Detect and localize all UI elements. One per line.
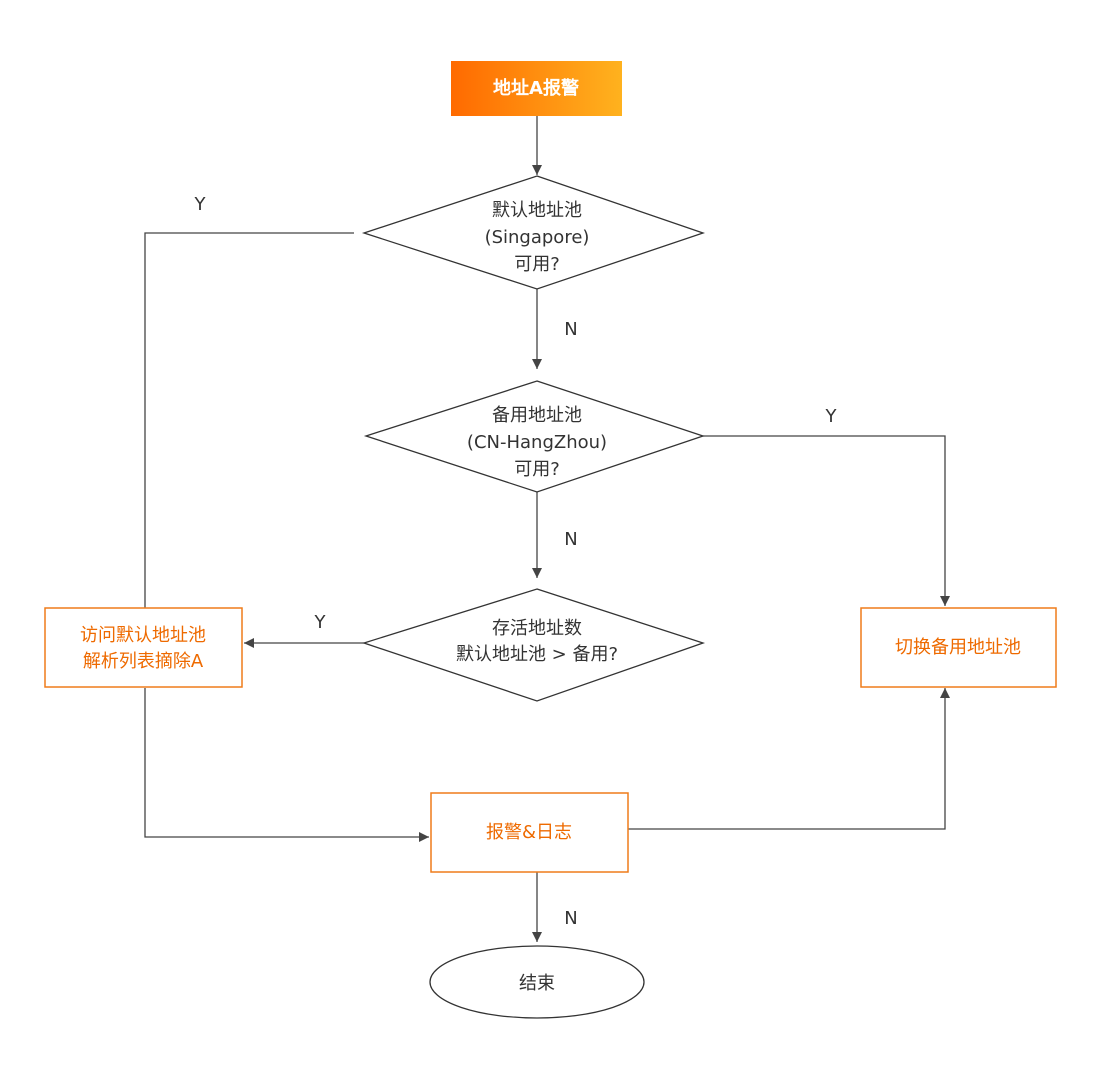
decision-backup-pool-shape (363, 380, 706, 493)
edge-backup-yes (703, 435, 950, 606)
decision-backup-pool-line3: 可用? (514, 459, 560, 480)
decision-default-pool: 默认地址池 (Singapore) 可用? (361, 175, 706, 290)
action-switch-backup-label: 切换备用地址池 (895, 637, 1021, 658)
action-alert-log-label: 报警&日志 (486, 822, 572, 843)
start-node-box (451, 61, 622, 116)
action-remove-a-line1: 访问默认地址池 (80, 625, 206, 646)
edge-default-yes (144, 232, 354, 608)
decision-default-pool-line1: 默认地址池 (492, 200, 582, 221)
action-alert-log-box (430, 792, 629, 873)
edge-label-default-no: N (564, 319, 577, 340)
end-node-label: 结束 (519, 973, 555, 994)
action-switch-backup-box (860, 607, 1057, 688)
edge-label-backup-yes: Y (825, 406, 838, 427)
action-remove-a-box (44, 607, 243, 688)
decision-backup-pool-line1: 备用地址池 (492, 405, 582, 426)
decision-alive-count-line2: 默认地址池 > 备用? (456, 644, 618, 665)
decision-alive-count: 存活地址数 默认地址池 > 备用? (361, 588, 706, 702)
start-node: 地址A报警 (451, 61, 622, 116)
decision-default-pool-line2: (Singapore) (485, 227, 590, 248)
end-node-shape (429, 945, 645, 1019)
decision-backup-pool-line2: (CN-HangZhou) (467, 432, 607, 453)
edge-label-backup-no: N (564, 529, 577, 550)
edge-label-alert-no: N (564, 908, 577, 929)
decision-backup-pool: 备用地址池 (CN-HangZhou) 可用? (363, 380, 706, 493)
edge-remove-to-alert (144, 688, 429, 842)
decision-alive-count-shape (361, 588, 706, 702)
action-switch-backup: 切换备用地址池 (860, 607, 1057, 688)
action-alert-log: 报警&日志 (430, 792, 629, 873)
decision-alive-count-line1: 存活地址数 (492, 618, 582, 639)
end-node: 结束 (429, 945, 645, 1019)
action-remove-a: 访问默认地址池 解析列表摘除A (44, 607, 243, 688)
edge-label-default-yes: Y (194, 194, 207, 215)
edge-label-count-yes: Y (314, 612, 327, 633)
decision-default-pool-shape (361, 175, 706, 290)
action-remove-a-line2: 解析列表摘除A (83, 651, 204, 672)
start-node-label: 地址A报警 (493, 77, 579, 99)
decision-default-pool-line3: 可用? (514, 254, 560, 275)
edge-alert-to-switch (628, 688, 950, 830)
